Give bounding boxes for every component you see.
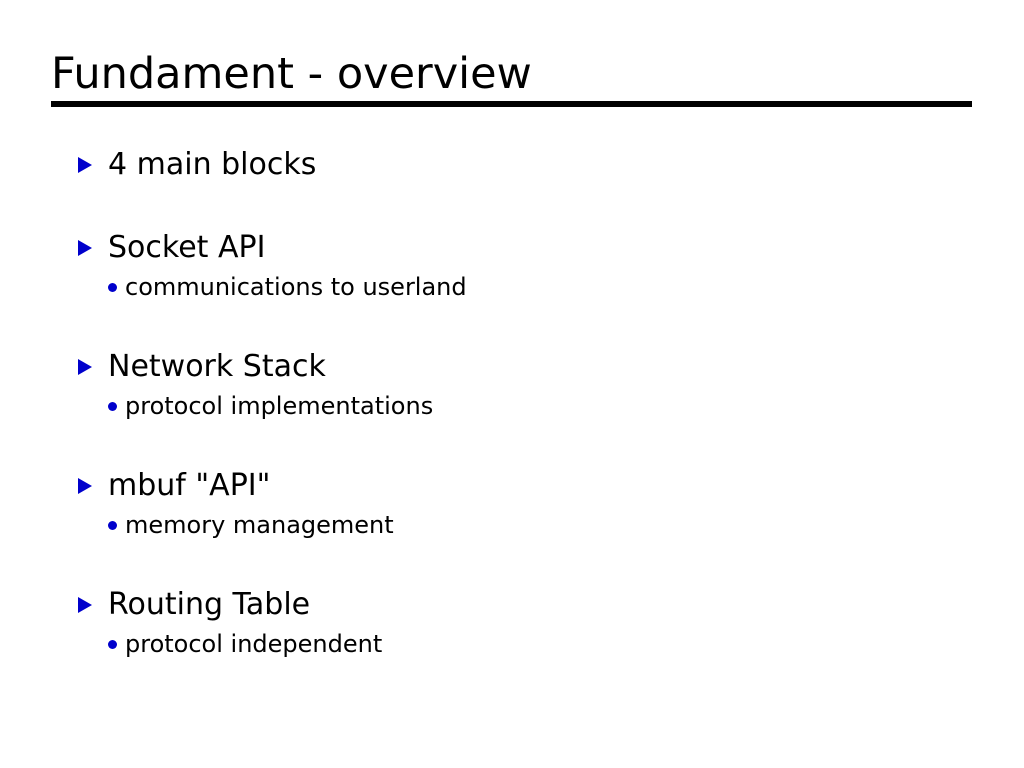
triangle-right-icon	[78, 359, 92, 375]
bullet-group: Socket API communications to userland	[0, 227, 1024, 305]
round-dot-icon	[108, 402, 117, 411]
triangle-right-icon	[78, 240, 92, 256]
triangle-right-icon	[78, 478, 92, 494]
title-underline-rule	[51, 101, 972, 107]
bullet-level1-label: Routing Table	[108, 587, 311, 622]
bullet-level1: Network Stack	[0, 346, 1024, 388]
bullet-level2: memory management	[0, 507, 1024, 543]
bullet-level2-label: memory management	[125, 511, 394, 539]
triangle-right-icon	[78, 597, 92, 613]
bullet-level1-label: mbuf "API"	[108, 468, 271, 503]
bullet-level2-label: communications to userland	[125, 273, 467, 301]
bullet-level1: Routing Table	[0, 584, 1024, 626]
bullet-level1: 4 main blocks	[0, 144, 1024, 186]
bullet-level2: communications to userland	[0, 269, 1024, 305]
round-dot-icon	[108, 640, 117, 649]
bullet-level1: Socket API	[0, 227, 1024, 269]
bullet-level1-label: Network Stack	[108, 349, 326, 384]
round-dot-icon	[108, 283, 117, 292]
bullet-group: Network Stack protocol implementations	[0, 346, 1024, 424]
round-dot-icon	[108, 521, 117, 530]
slide-body: 4 main blocks Socket API communications …	[0, 144, 1024, 662]
bullet-level2: protocol independent	[0, 626, 1024, 662]
bullet-level1-label: 4 main blocks	[108, 147, 317, 182]
bullet-group: Routing Table protocol independent	[0, 584, 1024, 662]
bullet-level2: protocol implementations	[0, 388, 1024, 424]
bullet-level1: mbuf "API"	[0, 465, 1024, 507]
bullet-group: 4 main blocks	[0, 144, 1024, 186]
bullet-level2-label: protocol independent	[125, 630, 383, 658]
bullet-level1-label: Socket API	[108, 230, 266, 265]
bullet-group: mbuf "API" memory management	[0, 465, 1024, 543]
slide-title-block: Fundament - overview	[51, 48, 972, 100]
triangle-right-icon	[78, 157, 92, 173]
page-title: Fundament - overview	[51, 49, 532, 99]
bullet-level2-label: protocol implementations	[125, 392, 434, 420]
